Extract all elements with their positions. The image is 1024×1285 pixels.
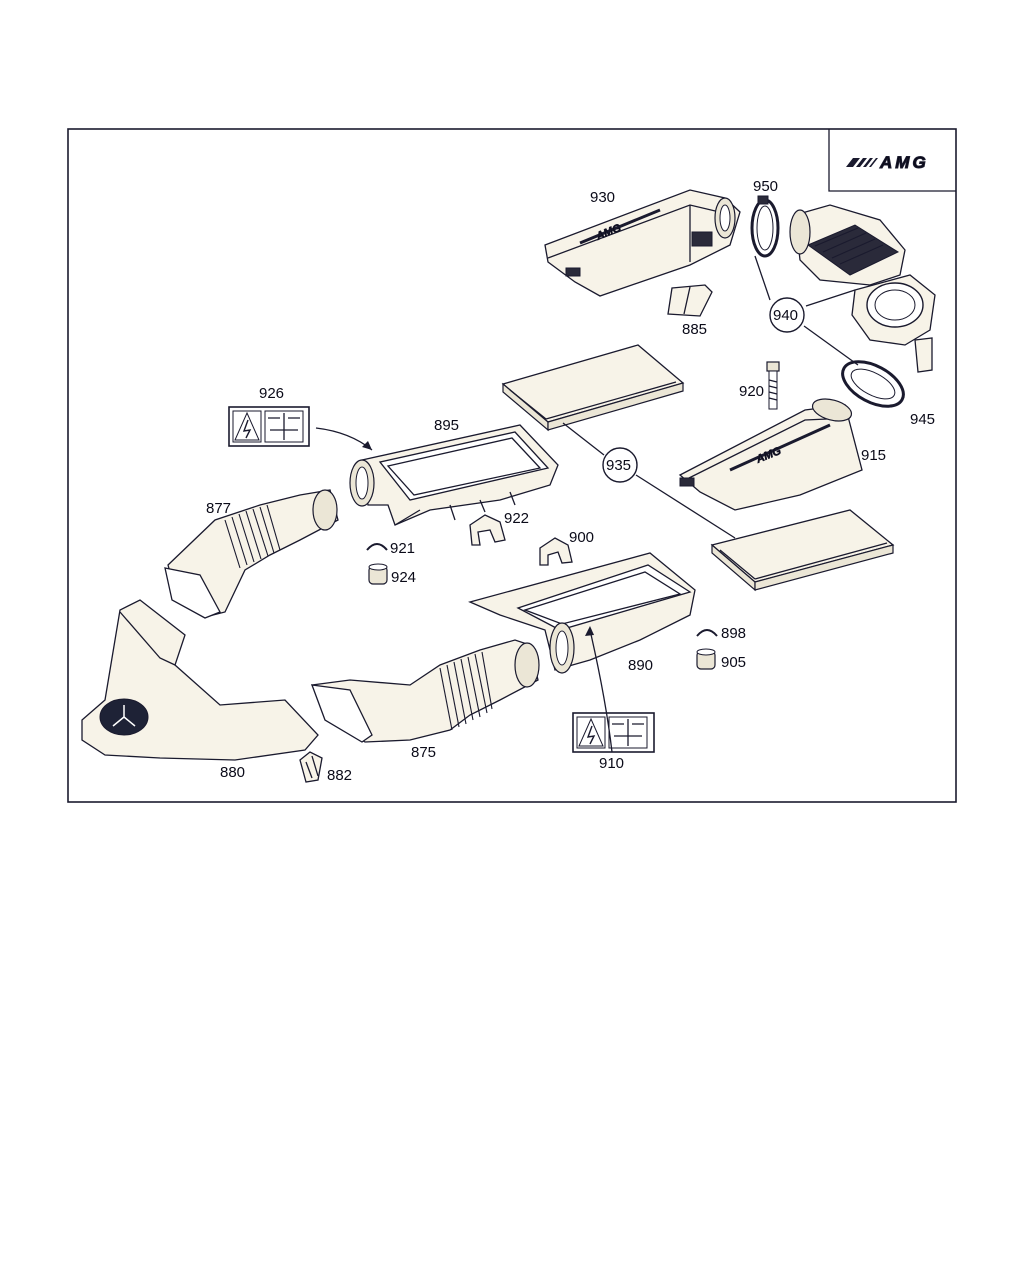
part-930-graphic: AMG	[544, 189, 741, 297]
part-label-890: 890	[628, 657, 653, 674]
manual-book-icon	[264, 410, 304, 443]
part-label-915: 915	[861, 447, 886, 464]
part-924-graphic	[368, 563, 388, 585]
part-900-graphic	[539, 537, 573, 566]
part-labels: 930 950 885 940 920 945 915 935 926 895 …	[206, 178, 935, 784]
part-label-900: 900	[569, 529, 594, 546]
part-922-graphic	[469, 514, 506, 546]
part-label-920: 920	[739, 383, 764, 400]
warning-triangle-icon	[234, 411, 260, 441]
part-905-graphic	[696, 648, 716, 670]
part-label-930: 930	[590, 189, 615, 206]
part-label-926: 926	[259, 385, 284, 402]
part-898-graphic	[696, 629, 718, 637]
part-935-graphic	[501, 344, 895, 592]
part-921-graphic	[366, 543, 388, 551]
part-label-898: 898	[721, 625, 746, 642]
part-label-895: 895	[434, 417, 459, 434]
part-895-graphic	[349, 424, 559, 526]
part-label-880: 880	[220, 764, 245, 781]
part-875-graphic	[310, 639, 540, 743]
part-945-graphic	[841, 360, 905, 408]
amg-logo: AMG	[828, 129, 956, 192]
part-890-graphic	[468, 552, 696, 674]
part-label-921: 921	[390, 540, 415, 557]
callout-circle-935	[602, 447, 638, 483]
part-910-graphic	[572, 712, 655, 753]
part-label-924: 924	[391, 569, 416, 586]
part-label-882: 882	[327, 767, 352, 784]
part-950-graphic	[750, 195, 780, 258]
part-label-922: 922	[504, 510, 529, 527]
part-label-910: 910	[599, 755, 624, 772]
part-920-graphic	[766, 361, 780, 410]
part-label-950: 950	[753, 178, 778, 195]
part-label-935: 935	[606, 457, 631, 474]
callout-circle-940	[769, 297, 805, 333]
part-label-945: 945	[910, 411, 935, 428]
part-label-885: 885	[682, 321, 707, 338]
part-926-graphic	[228, 406, 310, 447]
warning-triangle-icon	[578, 717, 604, 747]
part-877-graphic	[164, 489, 339, 619]
part-label-875: 875	[411, 744, 436, 761]
amg-logo-text: AMG	[879, 153, 929, 172]
part-label-940: 940	[773, 307, 798, 324]
part-label-905: 905	[721, 654, 746, 671]
amg-stripes-icon	[846, 158, 878, 167]
part-label-877: 877	[206, 500, 231, 517]
leader-lines	[315, 255, 859, 753]
part-882-graphic	[299, 751, 323, 783]
part-880-graphic	[81, 599, 319, 761]
part-915-graphic: AMG	[678, 398, 863, 511]
part-940-graphic	[789, 204, 936, 373]
part-885-graphic	[667, 284, 713, 317]
